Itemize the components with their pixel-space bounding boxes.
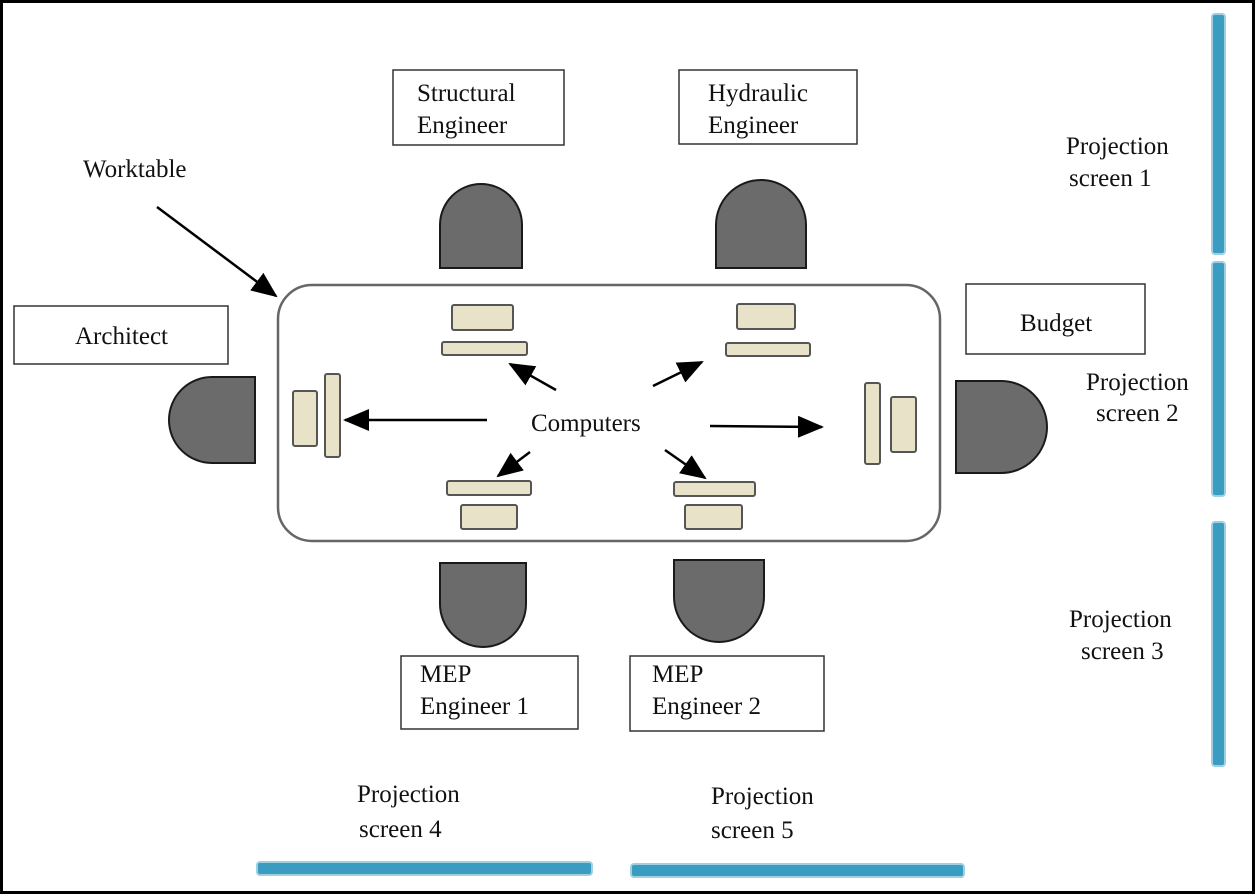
projection-screen-3-label-line1: Projection: [1069, 606, 1172, 633]
chair-mep-engineer-1: [439, 562, 527, 648]
mep-engineer-2-label-line1: MEP: [652, 661, 703, 688]
projection-screen-5-label-line2: screen 5: [711, 817, 794, 844]
mep-engineer-1-label-line1: MEP: [420, 661, 471, 688]
computer-bottom-right: [673, 481, 756, 530]
projection-screen-3-label-line2: screen 3: [1081, 638, 1164, 665]
projection-screen-2-label-line1: Projection: [1086, 369, 1189, 396]
architect-label: Architect: [75, 323, 168, 350]
structural-engineer-box: [392, 69, 565, 146]
chair-budget: [955, 380, 1048, 474]
structural-engineer-label-line1: Structural: [417, 80, 516, 107]
projection-screen-1-label-line2: screen 1: [1069, 165, 1152, 192]
budget-box: [965, 283, 1146, 355]
projection-screen-5-bar: [630, 863, 965, 878]
computer-left: [292, 373, 341, 458]
arrow-computers-right: [709, 415, 824, 438]
projection-screen-1-label-line1: Projection: [1066, 133, 1169, 160]
computer-top-right: [725, 303, 811, 357]
projection-screen-3-bar: [1211, 521, 1226, 767]
mep-engineer-1-box: [400, 655, 579, 730]
projection-screen-2-label-line2: screen 2: [1096, 400, 1179, 427]
arrow-computers-top-left: [508, 362, 557, 392]
computer-right: [864, 382, 917, 465]
arrow-worktable: [156, 205, 278, 298]
computer-bottom-left: [446, 480, 532, 530]
chair-architect: [168, 376, 256, 464]
structural-engineer-label-line2: Engineer: [417, 112, 508, 139]
hydraulic-engineer-box: [678, 69, 858, 145]
computers-label: Computers: [531, 410, 641, 437]
projection-screen-5-label-line1: Projection: [711, 783, 814, 810]
hydraulic-engineer-label-line1: Hydraulic: [708, 80, 808, 107]
computer-top-left: [441, 304, 528, 356]
chair-structural-engineer: [439, 183, 523, 269]
mep-engineer-2-box: [629, 655, 825, 732]
projection-screen-4-label-line2: screen 4: [359, 816, 442, 843]
projection-screen-4-label-line1: Projection: [357, 781, 460, 808]
projection-screen-4-bar: [256, 861, 593, 876]
projection-screen-1-bar: [1211, 13, 1226, 255]
arrow-computers-bottom-right: [664, 448, 707, 480]
chair-hydraulic-engineer: [715, 179, 807, 269]
mep-engineer-1-label-line2: Engineer 1: [420, 693, 529, 720]
worktable-label: Worktable: [83, 156, 187, 183]
budget-label: Budget: [1020, 310, 1092, 337]
arrow-computers-top-right: [652, 360, 704, 388]
arrow-computers-bottom-left: [496, 451, 531, 478]
hydraulic-engineer-label-line2: Engineer: [708, 112, 799, 139]
projection-screen-2-bar: [1211, 261, 1226, 497]
mep-engineer-2-label-line2: Engineer 2: [652, 693, 761, 720]
chair-mep-engineer-2: [673, 559, 765, 643]
architect-box: [13, 305, 229, 365]
